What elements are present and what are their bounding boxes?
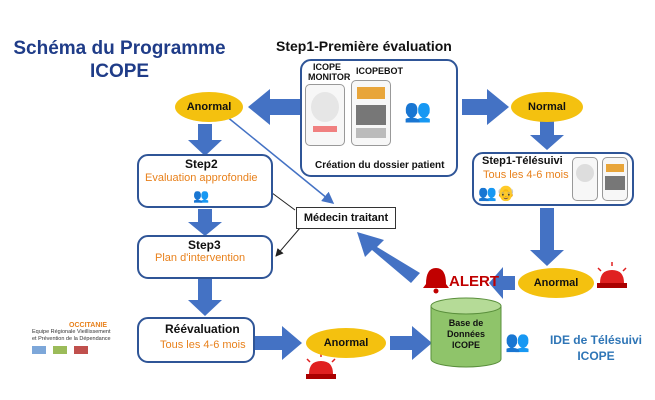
telesuivi-subtitle: Tous les 4-6 mois [483, 169, 569, 181]
phone-icon [602, 157, 628, 201]
icope-monitor-label-1: ICOPE [313, 62, 342, 72]
occitanie-logo: OCCITANIE Equipe Régionale Vieillissemen… [32, 322, 111, 354]
phone-monitor-icon [305, 84, 345, 146]
diagram-title: Schéma du Programme ICOPE [2, 37, 237, 83]
people-group-icon: 👥 [404, 98, 432, 123]
reevaluation-box [137, 317, 255, 363]
alert-bell-icon [423, 268, 449, 294]
arrow-telesuivi-to-anormal [530, 208, 564, 266]
anormal-top-oval: Anormal [175, 92, 243, 122]
database-line-1: Base de [448, 318, 484, 328]
logo-line-1: Equipe Régionale Vieillissement [32, 329, 111, 335]
arrow-step3-to-reevaluation [188, 279, 222, 316]
arrow-normal-to-telesuivi [530, 120, 564, 150]
step2-subtitle: Evaluation approfondie [145, 172, 258, 184]
telesuivi-heading: Step1-Télésuivi [482, 155, 563, 167]
arrow-anormal-right-to-alert [489, 267, 515, 299]
alert-label: ALERT [449, 273, 499, 290]
line-medecin-to-step3 [275, 227, 301, 257]
step3-subtitle: Plan d'intervention [155, 252, 246, 264]
title-line-1: Schéma du Programme [13, 38, 226, 59]
phone-bot-icon [351, 80, 391, 146]
step1-heading: Step1-Première évaluation [276, 38, 452, 54]
step3-box [137, 235, 273, 279]
anormal-bottom-oval: Anormal [306, 328, 386, 358]
line-anormal-to-medecin [225, 115, 335, 204]
icopebot-label: ICOPEBOT [356, 66, 404, 76]
step2-heading: Step2 [185, 157, 218, 171]
normal-top-oval: Normal [511, 92, 583, 122]
ide-telesuivi-label: IDE de Télésuivi ICOPE [540, 332, 652, 364]
arrow-step2-to-step3 [188, 209, 222, 236]
alarm-light-icon [306, 353, 336, 379]
medecin-traitant-box: Médecin traitant [296, 207, 396, 229]
step2-box [137, 154, 273, 208]
reevaluation-subtitle: Tous les 4-6 mois [160, 339, 246, 351]
ide-line-1: IDE de Télésuivi [549, 333, 643, 347]
people-group-icon: 👥 [505, 331, 530, 353]
icope-monitor-label-2: MONITOR [308, 72, 351, 82]
anormal-right-oval: Anormal [518, 268, 594, 298]
title-line-2: ICOPE [89, 61, 150, 82]
arrow-step1-to-anormal [248, 89, 300, 125]
alarm-light-icon [597, 262, 627, 288]
people-group-icon: 👥 [193, 188, 210, 203]
reevaluation-heading: Réévaluation [165, 322, 240, 336]
arrow-step1-to-normal [462, 89, 509, 125]
logo-name: OCCITANIE [69, 322, 107, 329]
database-line-3: ICOPE [451, 340, 480, 350]
database-line-2: Données [446, 329, 485, 339]
arrow-anormal-to-step2 [188, 124, 222, 156]
partner-logos-icon [32, 346, 102, 354]
logo-line-2: et Prévention de la Dépendance [32, 336, 111, 342]
phone-icon [572, 157, 598, 201]
people-group-icon: 👥👴 [478, 185, 516, 202]
step3-heading: Step3 [188, 238, 221, 252]
arrow-anormal-to-database [390, 326, 432, 360]
step1-caption: Création du dossier patient [315, 160, 445, 171]
database-label: Base de Données ICOPE [431, 318, 501, 351]
ide-line-2: ICOPE [577, 349, 615, 363]
arrow-reevaluation-to-anormal [255, 326, 302, 360]
arrow-alert-to-medecin [357, 232, 420, 283]
database-cylinder [430, 297, 502, 368]
